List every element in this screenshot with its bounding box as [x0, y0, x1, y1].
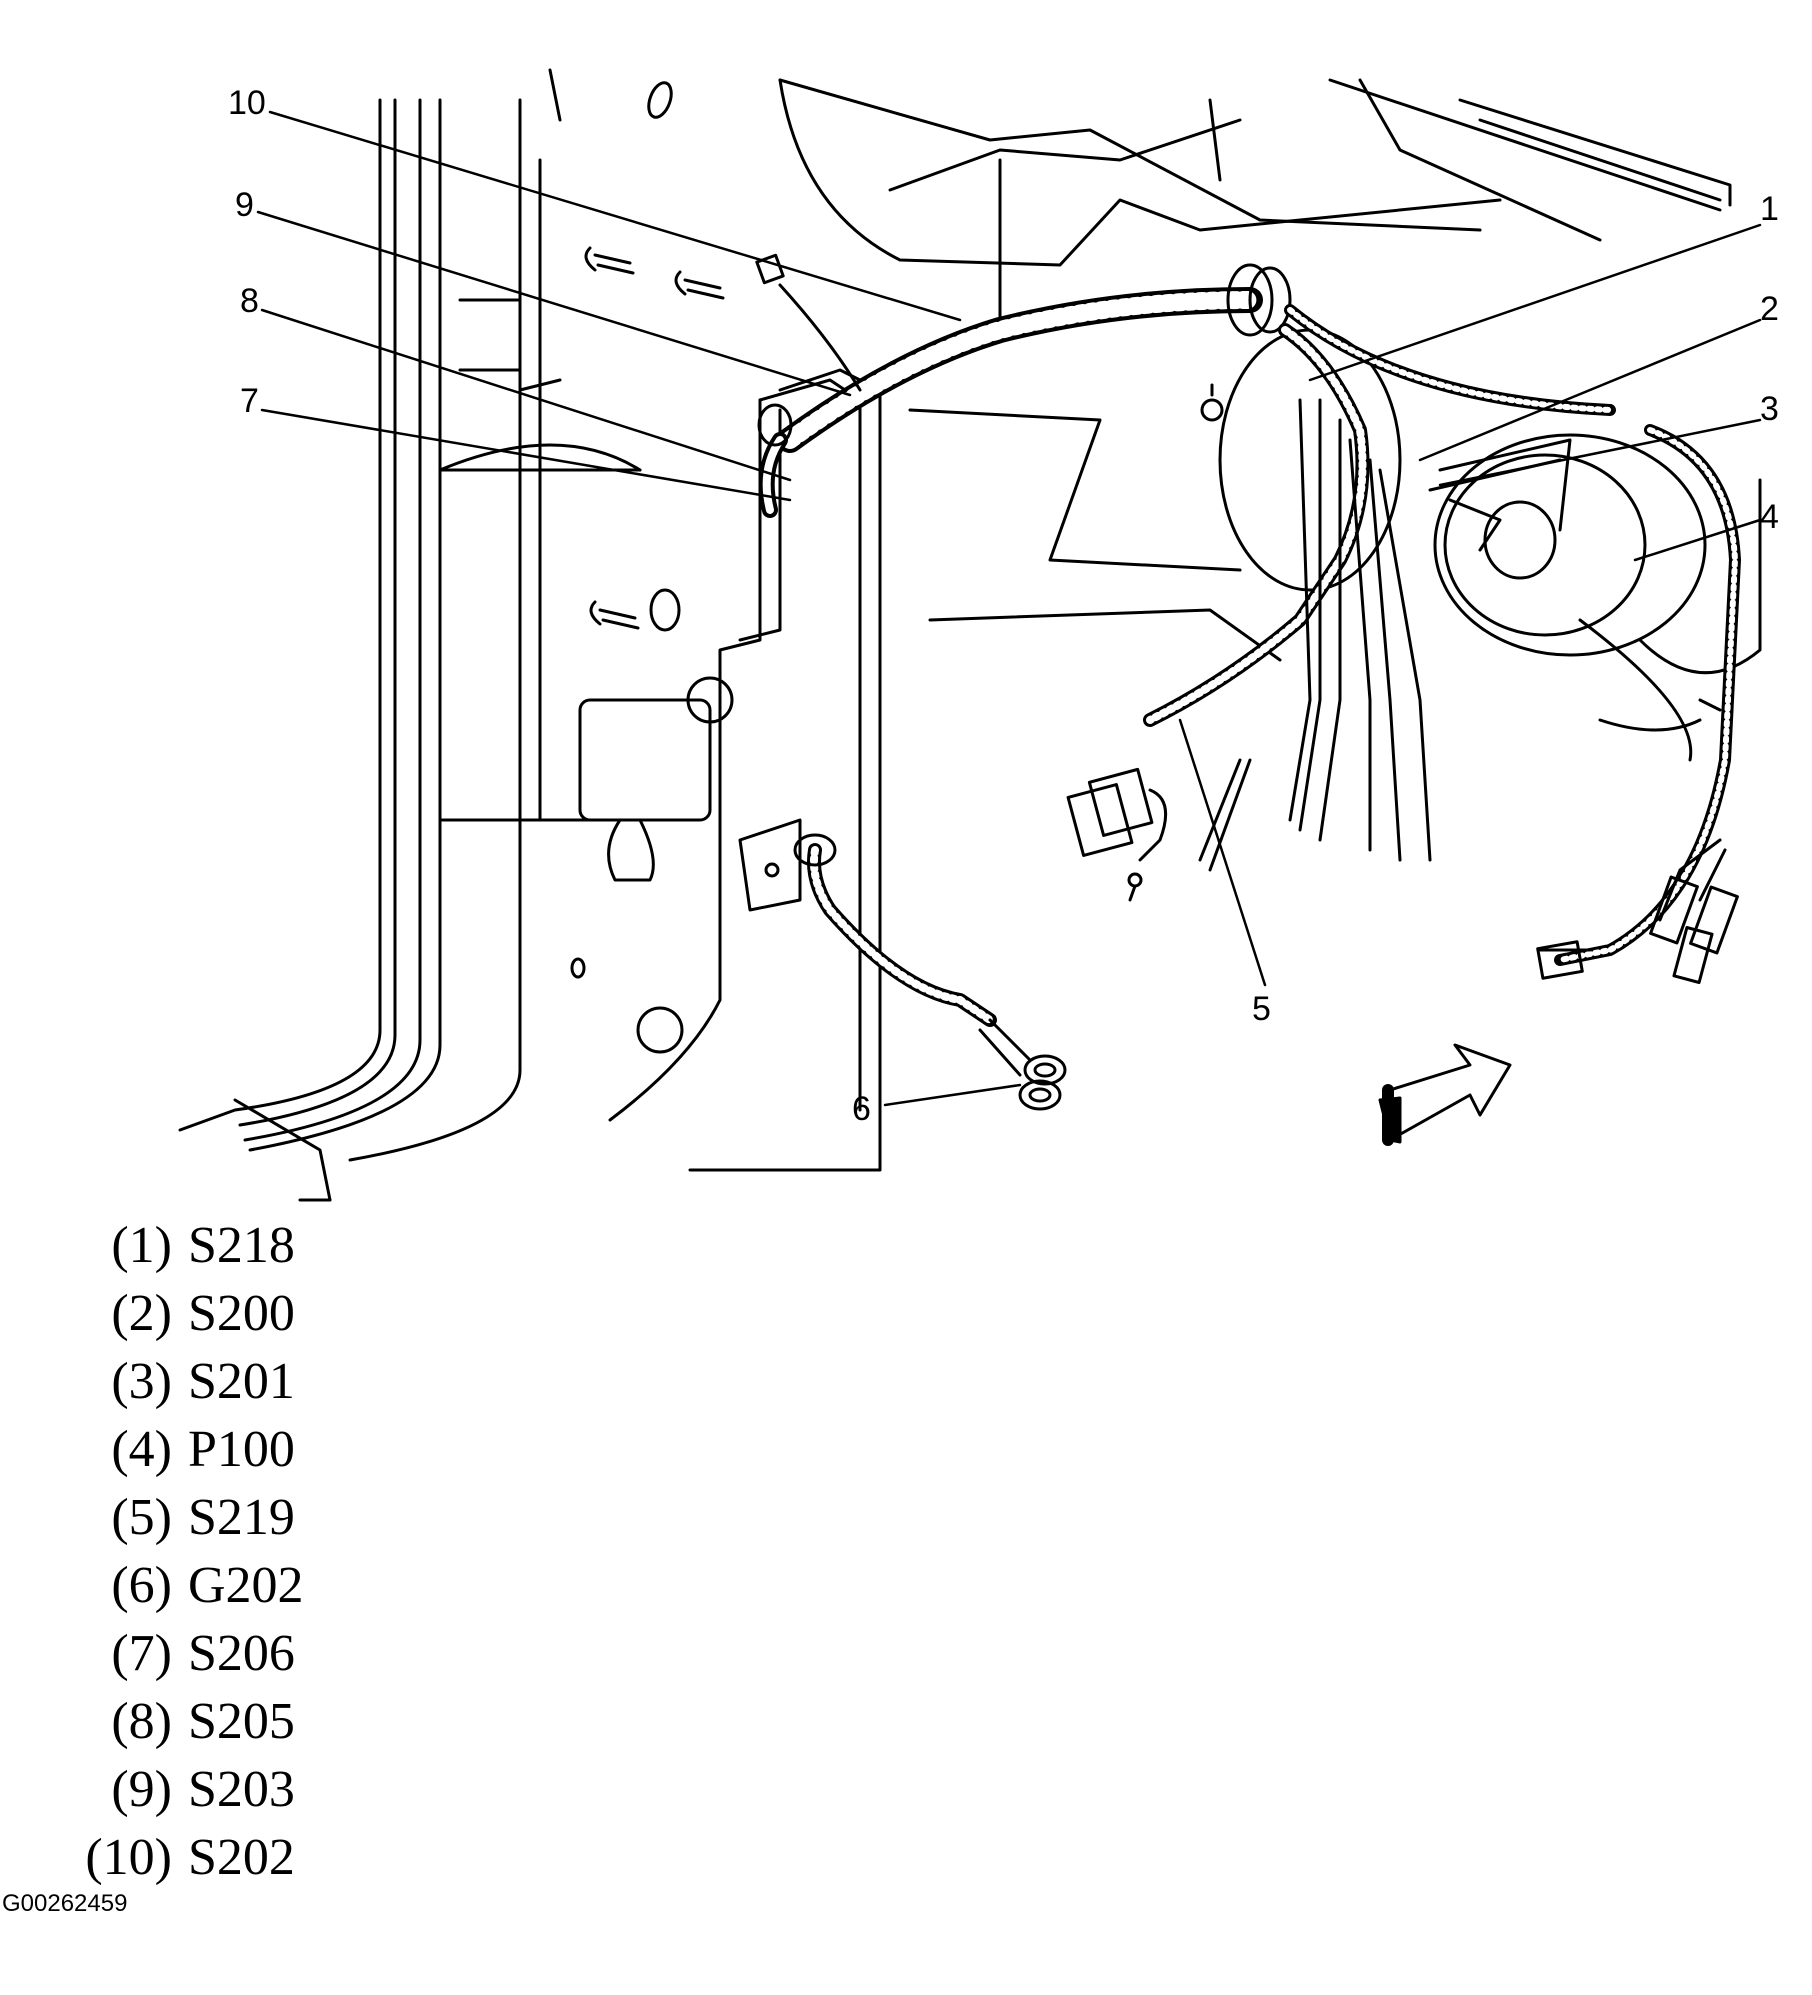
legend-number: (5): [111, 1489, 172, 1546]
legend-code: P100: [188, 1421, 295, 1478]
legend-code: S205: [188, 1693, 295, 1750]
callout-1: 1: [1760, 190, 1779, 228]
direction-arrow: [1378, 1043, 1512, 1146]
dash-structure: [778, 78, 1732, 662]
legend-number: (3): [111, 1353, 172, 1410]
legend-code: S206: [188, 1625, 295, 1682]
legend-number: (7): [111, 1625, 172, 1682]
legend-number: (4): [111, 1421, 172, 1478]
legend-code: S219: [188, 1489, 295, 1546]
legend-code: G202: [188, 1557, 304, 1614]
callout-5: 5: [1252, 990, 1271, 1028]
callout-9: 9: [235, 186, 254, 224]
body-pillar: [178, 98, 642, 1202]
right-harness-with-connectors: [1536, 424, 1741, 985]
callout-7: 7: [240, 382, 259, 420]
callout-2: 2: [1760, 290, 1779, 328]
leader-lines: [256, 110, 1762, 1107]
legend-code: S200: [188, 1285, 295, 1342]
door-panel: [458, 68, 712, 979]
ground-cable: [793, 833, 1067, 1111]
callout-3: 3: [1760, 390, 1779, 428]
legend-code: S203: [188, 1761, 295, 1818]
callout-10: 10: [228, 84, 266, 122]
legend-code: S201: [188, 1353, 295, 1410]
harness-bracket: [608, 368, 882, 1172]
callout-8: 8: [240, 282, 259, 320]
left-branch-connector: [1066, 767, 1168, 902]
legend-number: (8): [111, 1693, 172, 1750]
callout-6: 6: [852, 1090, 871, 1128]
legend-number: (2): [111, 1285, 172, 1342]
legend-code: S202: [188, 1829, 295, 1886]
legend-number: (10): [85, 1829, 172, 1886]
legend-number: (9): [111, 1761, 172, 1818]
callout-4: 4: [1760, 498, 1779, 536]
legend-code: S218: [188, 1217, 295, 1274]
branch-harnesses: [1143, 304, 1616, 872]
figure-id: G00262459: [2, 1890, 128, 1917]
legend-number: (6): [111, 1557, 172, 1614]
mounting-screws: [584, 246, 1224, 630]
legend-number: (1): [111, 1217, 172, 1274]
wiring-harness-illustration: [178, 68, 1762, 1202]
